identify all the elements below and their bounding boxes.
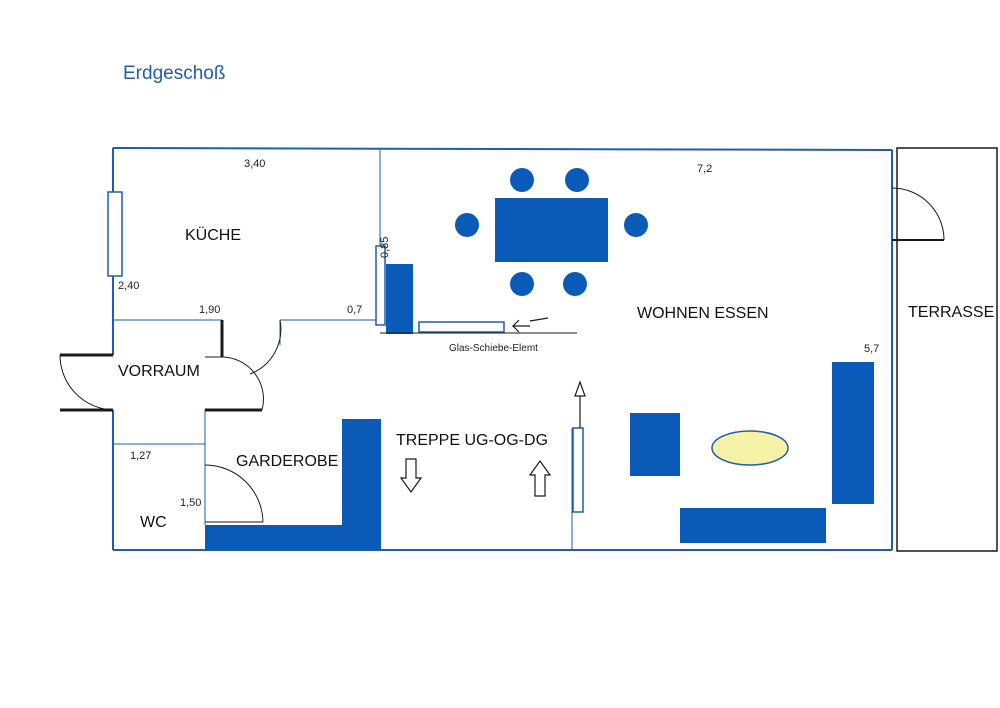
note-glass-slider: Glas-Schiebe-Elemt [449,343,538,354]
kitchen-window [107,191,123,277]
dim-vorraum-width: 1,90 [199,304,220,316]
dim-door-width: 0,85 [379,237,391,258]
dim-wc-depth: 1,27 [130,450,151,462]
slider-direction-arrow-icon [511,317,549,333]
dining-chair [455,213,479,237]
dim-kueche-depth: 2,40 [118,280,139,292]
stair-down-arrow-icon [399,458,423,494]
room-label-wc: WC [140,514,167,531]
dining-table [495,198,608,262]
dining-chair [565,168,589,192]
glass-slider-panel [418,321,505,333]
doors [59,187,945,523]
room-label-treppe: TREPPE UG-OG-DG [396,432,548,449]
page-title: Erdgeschoß [123,63,225,84]
room-label-wohnen-essen: WOHNEN ESSEN [637,305,769,322]
arrows [399,317,586,497]
sofa-right [832,362,874,504]
stair-base [205,525,381,550]
terrace-door-swing [891,187,945,241]
dining-chair [563,272,587,296]
interior-walls [113,148,573,550]
terrace-outline [896,147,998,552]
entry-walls [60,320,262,412]
coffee-table [711,430,789,466]
dim-wc-width: 1,50 [180,497,201,509]
kitchen-counter [386,264,413,334]
wall-north [112,147,893,151]
room-label-kueche: KÜCHE [185,226,241,244]
armchair [630,413,680,476]
dim-kueche-width: 3,40 [244,158,265,170]
stair-up-arrow-icon [528,459,552,497]
dim-opening-width: 0,7 [347,304,362,316]
partition-up-arrow-icon [574,380,586,397]
kitchen-door-swing [249,319,282,375]
sofa-bottom [680,508,826,543]
dining-chair [510,272,534,296]
dim-wohnen-width: 7,2 [697,163,712,175]
vorraum-door-swing [205,356,264,411]
room-label-terrasse: TERRASSE [908,304,994,321]
dining-chair [624,213,648,237]
room-label-garderobe: GARDEROBE [236,453,338,470]
glass-partition [572,427,584,513]
dining-chair [510,168,534,192]
dim-wohnen-depth: 5,7 [864,343,879,355]
wc-door-swing [204,464,264,523]
entry-door-swing [59,354,114,411]
room-label-vorraum: VORRAUM [118,363,200,380]
furniture [205,168,874,550]
door-post [375,245,386,326]
